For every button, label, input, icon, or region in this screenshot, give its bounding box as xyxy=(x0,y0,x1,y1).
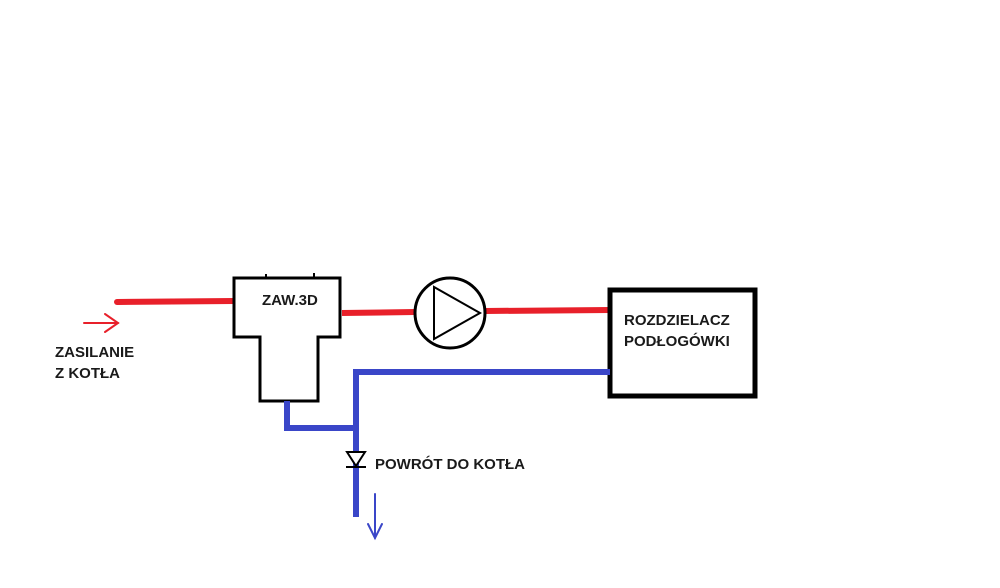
manifold-label-line1: ROZDZIELACZ xyxy=(624,312,730,329)
manifold-box xyxy=(607,287,758,399)
arrow-down-icon xyxy=(367,493,383,541)
three-way-valve-body xyxy=(232,276,342,403)
return-label: POWRÓT DO KOTŁA xyxy=(375,456,525,473)
valve-label: ZAW.3D xyxy=(262,292,318,309)
return-pipe-valve-bypass xyxy=(284,401,356,431)
supply-label-line2: Z KOTŁA xyxy=(55,365,120,382)
check-valve-icon xyxy=(345,451,367,468)
supply-pipe-inlet xyxy=(114,298,237,305)
pump-icon xyxy=(413,276,487,350)
supply-label-line1: ZASILANIE xyxy=(55,344,135,361)
supply-pipe-pump-to-manifold xyxy=(484,307,611,314)
arrow-right-icon xyxy=(83,313,120,333)
return-pipe-manifold xyxy=(353,369,610,517)
supply-pipe-valve-to-pump xyxy=(341,309,416,316)
manifold-label-line2: PODŁOGÓWKI xyxy=(624,333,730,350)
